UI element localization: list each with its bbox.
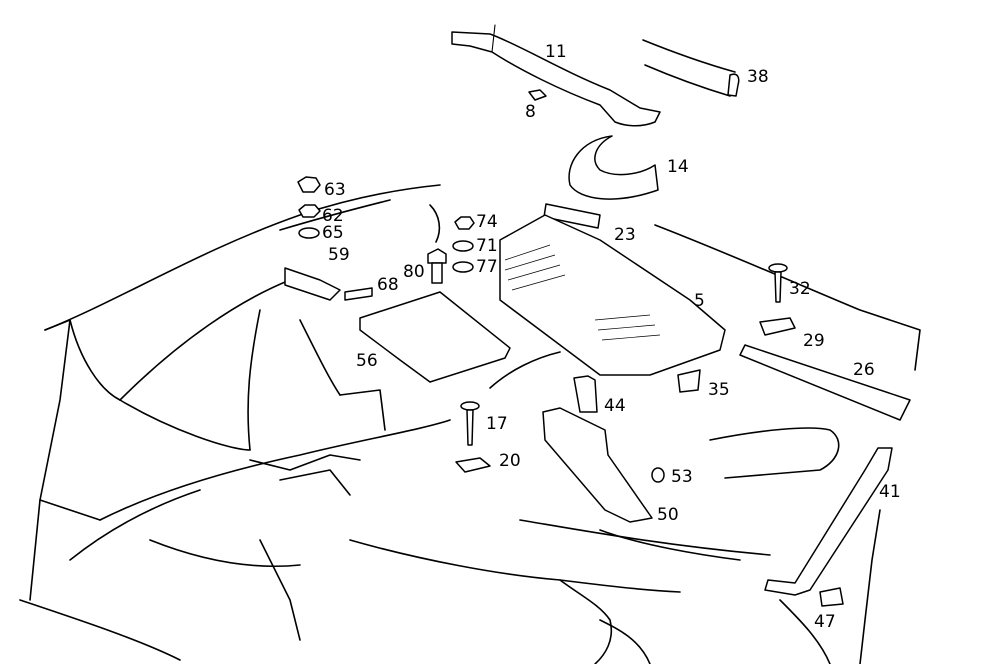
part-26-water-deflector	[739, 344, 911, 421]
part-53-grommet	[651, 467, 665, 483]
callout-71: 71	[476, 236, 498, 256]
part-50-air-duct	[542, 407, 653, 523]
callout-35: 35	[708, 380, 730, 400]
part-59-bracket	[284, 267, 341, 301]
callout-65: 65	[322, 223, 344, 243]
callout-38: 38	[747, 67, 769, 87]
part-47-clip	[819, 587, 844, 607]
part-14-curved-seal	[568, 135, 659, 200]
callout-80: 80	[403, 262, 425, 282]
callout-8: 8	[525, 102, 536, 122]
vehicle-body-outline	[19, 184, 921, 664]
fastener-stack-right	[452, 216, 475, 273]
callout-59: 59	[328, 245, 350, 265]
callout-26: 26	[853, 360, 875, 380]
part-8-clip	[528, 89, 547, 101]
part-44-plug	[573, 375, 598, 413]
callout-23: 23	[614, 225, 636, 245]
callout-44: 44	[604, 396, 626, 416]
part-23-filter-cover	[543, 203, 601, 229]
part-56-tray	[359, 291, 511, 383]
callout-11: 11	[545, 42, 567, 62]
callout-17: 17	[486, 414, 508, 434]
part-38-seal-strip	[642, 39, 740, 97]
callout-29: 29	[803, 331, 825, 351]
part-5-cowl-panel	[499, 214, 726, 376]
part-68-clip	[344, 287, 373, 301]
callout-41: 41	[879, 482, 901, 502]
part-32-screw	[768, 263, 788, 303]
callout-74: 74	[476, 212, 498, 232]
callout-32: 32	[789, 279, 811, 299]
callout-62: 62	[322, 206, 344, 226]
callout-50: 50	[657, 505, 679, 525]
assembly-arrow	[489, 351, 561, 389]
part-29-clip	[759, 317, 796, 336]
part-17-screw	[460, 401, 480, 446]
part-20-clip	[455, 457, 491, 473]
fastener-stack-left	[297, 176, 321, 239]
part-41-hose	[764, 447, 893, 596]
callout-53: 53	[671, 467, 693, 487]
callout-63: 63	[324, 180, 346, 200]
callout-56: 56	[356, 351, 378, 371]
callout-20: 20	[499, 451, 521, 471]
callout-5: 5	[694, 291, 705, 311]
callout-77: 77	[476, 257, 498, 277]
part-80-bolt	[427, 248, 447, 284]
callout-14: 14	[667, 157, 689, 177]
callout-68: 68	[377, 275, 399, 295]
part-11-cowl-trim	[451, 24, 661, 127]
part-35-clip	[677, 369, 701, 393]
callout-47: 47	[814, 612, 836, 632]
